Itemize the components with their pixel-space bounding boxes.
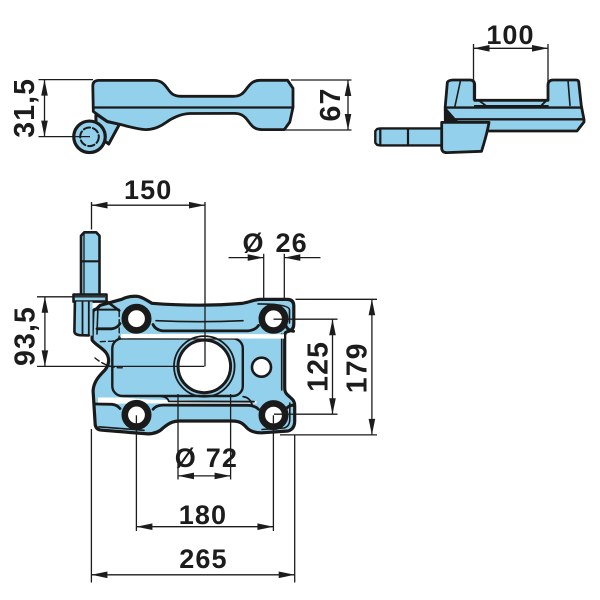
- svg-text:31,5: 31,5: [9, 78, 41, 138]
- svg-text:72: 72: [206, 443, 238, 473]
- svg-text:179: 179: [341, 342, 373, 393]
- svg-text:265: 265: [179, 544, 227, 574]
- svg-text:100: 100: [486, 20, 534, 50]
- svg-text:Ø: Ø: [175, 443, 197, 473]
- svg-text:180: 180: [179, 500, 227, 530]
- svg-text:150: 150: [124, 175, 172, 205]
- svg-text:93,5: 93,5: [10, 306, 42, 366]
- svg-text:Ø: Ø: [243, 228, 265, 258]
- svg-text:26: 26: [276, 228, 308, 258]
- svg-text:67: 67: [315, 88, 347, 122]
- svg-text:125: 125: [302, 341, 334, 392]
